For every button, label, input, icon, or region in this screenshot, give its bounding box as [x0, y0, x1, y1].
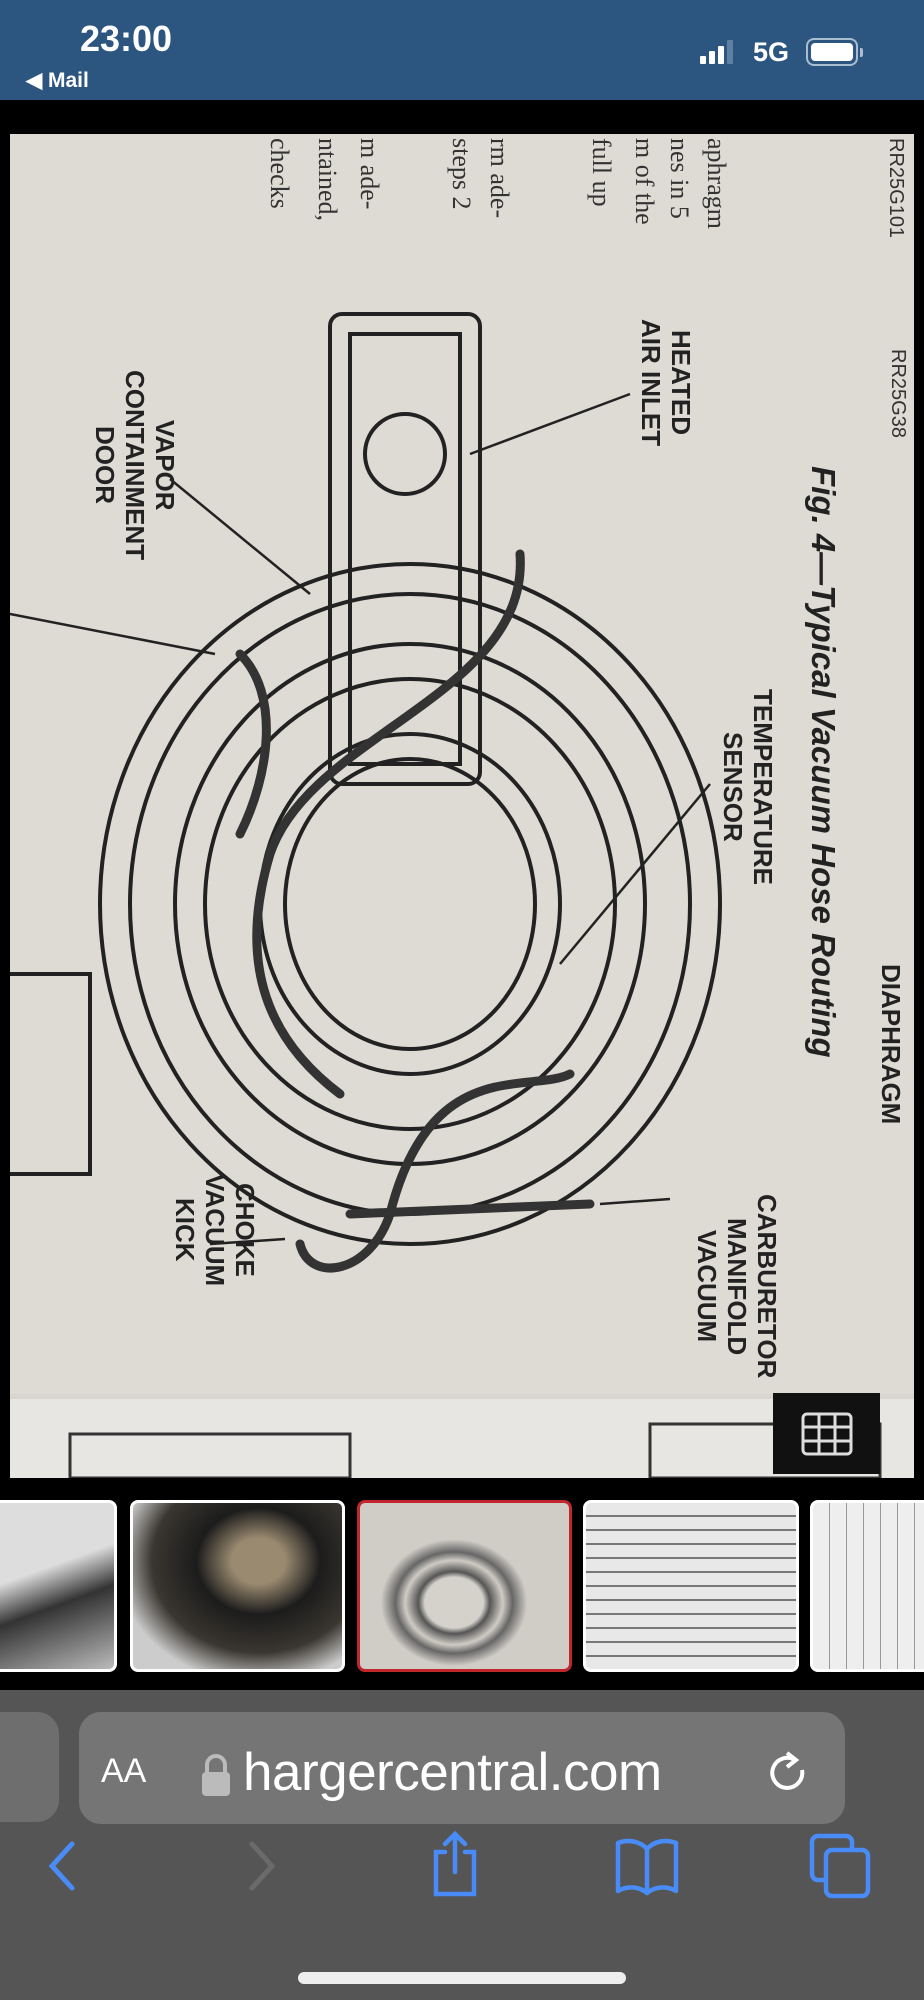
- label-choke-vacuum-kick: CHOKE VACUUM KICK: [170, 1174, 260, 1287]
- url-text: hargercentral.com: [243, 1743, 662, 1802]
- page-text-line: ntained,: [313, 138, 342, 222]
- previous-tab-stub[interactable]: [0, 1712, 59, 1822]
- bookmarks-icon[interactable]: [612, 1835, 682, 1897]
- address-bar[interactable]: AA hargercentral.com: [79, 1712, 845, 1824]
- vacuum-hose-diagram: [10, 134, 914, 1478]
- lock-icon: [202, 1754, 230, 1796]
- page-text-line: m of the: [630, 138, 659, 225]
- thumbnail-strip: [0, 1500, 924, 1672]
- reload-icon[interactable]: [769, 1750, 809, 1796]
- browser-toolbar: AA hargercentral.com: [0, 1690, 924, 2000]
- page-text-line: nes in 5: [665, 138, 694, 219]
- label-diaphragm: DIAPHRAGM: [876, 964, 906, 1125]
- page-text-line: aphragm: [702, 138, 731, 229]
- thumbnail[interactable]: [130, 1500, 345, 1672]
- signal-icon: [700, 40, 733, 64]
- tabs-icon[interactable]: [808, 1832, 874, 1900]
- page-text-line: rm ade-: [485, 138, 514, 219]
- grid-icon: [801, 1412, 852, 1455]
- thumbnail[interactable]: [0, 1500, 117, 1672]
- back-to-mail-link[interactable]: ◀ Mail: [26, 69, 89, 92]
- grid-view-button[interactable]: [773, 1393, 880, 1474]
- reader-settings-button[interactable]: AA: [101, 1752, 147, 1790]
- network-type: 5G: [753, 37, 790, 67]
- label-carburetor-manifold-vacuum: CARBURETOR MANIFOLD VACUUM: [692, 1194, 782, 1379]
- code-rr25g38: RR25G38: [887, 349, 909, 438]
- thumbnail[interactable]: [583, 1500, 799, 1672]
- code-rr25g101: RR25G101: [885, 138, 907, 239]
- diagram-photo[interactable]: Fig. 4—Typical Vacuum Hose Routing HEATE…: [10, 134, 914, 1478]
- clock: 23:00: [80, 18, 173, 59]
- back-icon[interactable]: [42, 1838, 82, 1894]
- battery-icon: [806, 38, 863, 66]
- label-temperature-sensor: TEMPERATURE SENSOR: [718, 689, 778, 885]
- label-vapor-containment-door: VAPOR CONTAINMENT DOOR: [90, 370, 180, 561]
- label-heated-air-inlet: HEATED AIR INLET: [636, 319, 696, 447]
- figure-title: Fig. 4—Typical Vacuum Hose Routing: [805, 466, 842, 1058]
- thumbnail-selected[interactable]: [357, 1500, 572, 1672]
- home-indicator[interactable]: [298, 1972, 626, 1984]
- forward-icon[interactable]: [242, 1838, 282, 1894]
- page-text-line: steps 2: [447, 138, 476, 210]
- share-icon[interactable]: [428, 1830, 480, 1900]
- page-text-line: full up: [587, 138, 616, 207]
- page-text-line: m ade-: [355, 138, 384, 210]
- page-text-line: checks: [265, 138, 294, 209]
- thumbnail[interactable]: [810, 1500, 924, 1672]
- status-bar: 23:00 ◀ Mail 5G: [0, 0, 924, 100]
